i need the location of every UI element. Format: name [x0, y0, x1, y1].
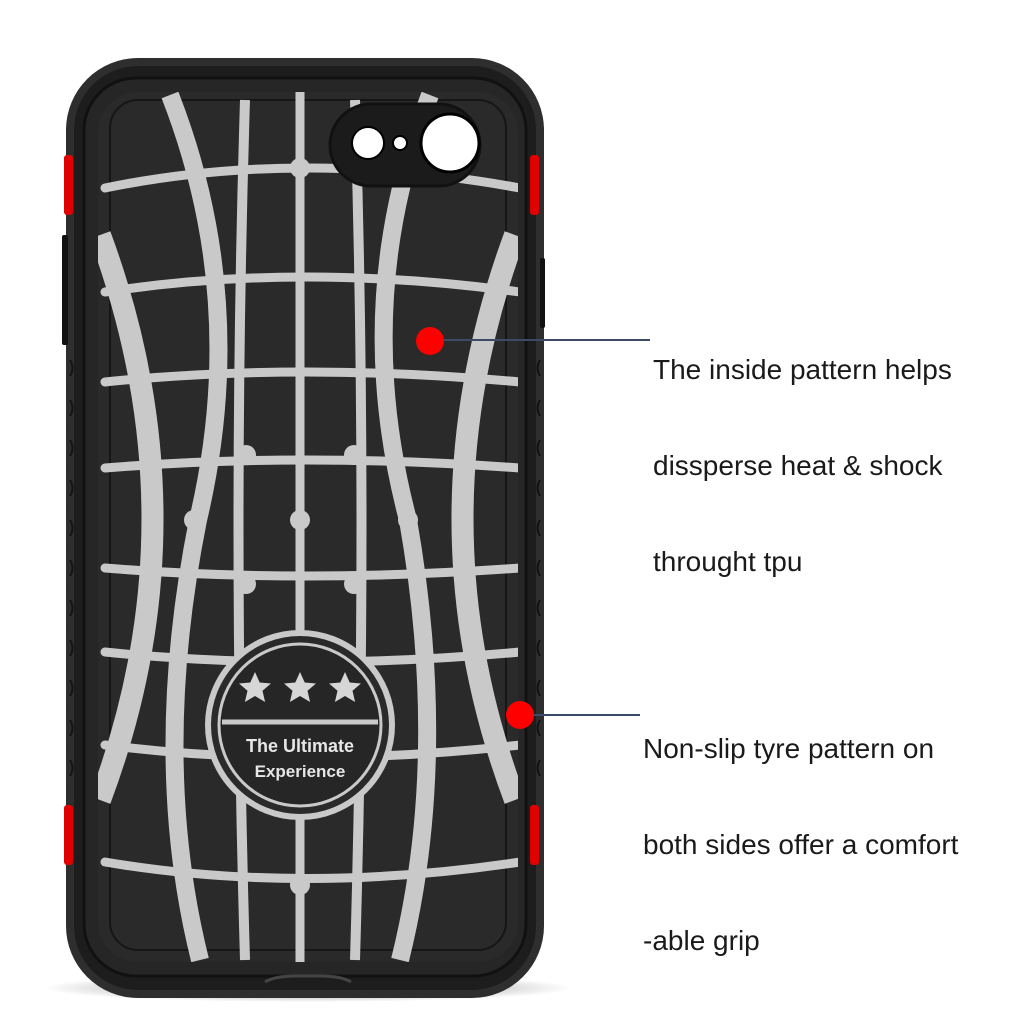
bottom-port-notch [264, 974, 352, 984]
left-grip-ridges [69, 359, 74, 777]
callout-tyre-pattern [506, 701, 640, 729]
callout-tyre-pattern-text: Non-slip tyre pattern on both sides offe… [643, 669, 958, 989]
star-icon [329, 672, 361, 702]
left-lower-button-accent [64, 805, 73, 865]
callout-dot [506, 701, 534, 729]
callout-text-line: -able grip [643, 925, 760, 956]
callout-text-line: Non-slip tyre pattern on [643, 733, 935, 764]
right-upper-button-accent [530, 155, 539, 215]
case-inner-bed [98, 92, 518, 962]
right-lower-button-accent [530, 805, 539, 865]
camera-cutout [328, 102, 482, 188]
callout-text-line: both sides offer a comfort [643, 829, 959, 860]
callout-text-line: The inside pattern helps [653, 354, 952, 385]
left-volume-button [62, 235, 68, 345]
lens-hole [419, 112, 481, 174]
callout-inside-pattern [416, 327, 650, 355]
star-icons [239, 672, 361, 702]
callout-dot [416, 327, 444, 355]
emblem-badge: The Ultimate Experience [205, 630, 395, 820]
mic-hole [392, 135, 408, 151]
emblem-line1: The Ultimate [246, 736, 354, 756]
star-icon [284, 672, 316, 702]
callout-text-line: throught tpu [653, 546, 803, 577]
flash-hole [351, 126, 385, 160]
callout-text-line: dissperse heat & shock [653, 450, 943, 481]
callout-inside-pattern-text: The inside pattern helps dissperse heat … [653, 290, 952, 610]
star-icon [239, 672, 271, 702]
emblem-line2: Experience [255, 762, 346, 781]
right-side-button [540, 258, 545, 328]
right-grip-ridges [536, 359, 541, 777]
left-upper-button-accent [64, 155, 73, 215]
